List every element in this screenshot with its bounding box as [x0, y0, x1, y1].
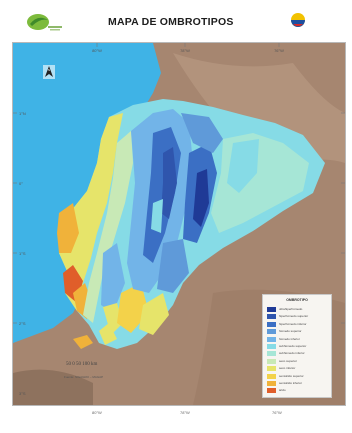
tick-left-3: 2°S [19, 321, 26, 326]
legend-label: húmedo superior [279, 329, 302, 334]
legend-swatch [267, 366, 276, 372]
legend-item: subhúmedo inferior [267, 351, 329, 357]
puna-island [73, 335, 93, 349]
legend-label: ultrahiperhúmedo [279, 307, 303, 311]
org-logo-left [27, 14, 62, 31]
map-title: MAPA DE OMBROTIPOS [108, 16, 234, 28]
institution-emblem-icon [291, 13, 305, 27]
legend-item: semiárido superior [267, 373, 329, 380]
tick-bottom-1: 78°W [180, 410, 190, 415]
legend-swatch [267, 344, 276, 349]
legend-swatch [267, 307, 276, 312]
tick-bottom-2: 76°W [272, 410, 282, 415]
legend-swatch [267, 373, 276, 379]
legend-swatch [267, 329, 276, 335]
legend-item: árido [267, 388, 329, 394]
tick-top-2: 76°W [274, 48, 284, 53]
institution-logo-right [290, 12, 344, 34]
scale-text: 50 0 50 100 km [66, 362, 98, 367]
legend-swatch [267, 381, 276, 386]
legend-swatch [267, 336, 276, 342]
legend-swatch [267, 358, 276, 364]
legend-swatch [267, 351, 276, 357]
legend-swatch [267, 321, 276, 327]
legend-label: seco superior [279, 358, 298, 363]
legend-item: subhúmedo superior [267, 344, 329, 350]
legend-label: hiperhúmedo superior [279, 314, 309, 319]
tick-left-0: 1°N [19, 111, 26, 116]
legend-item: hiperhúmedo superior [267, 314, 329, 320]
legend-title: OMBROTIPO [286, 298, 308, 302]
map-header: MAPA DE OMBROTIPOS [0, 0, 352, 40]
scale-bar: 50 0 50 100 km [66, 362, 136, 372]
legend-item: húmedo superior [267, 329, 329, 335]
legend-item: seco superior [267, 358, 329, 365]
legend-label: seco inferior [279, 366, 296, 371]
tick-left-2: 1°S [19, 251, 26, 256]
north-arrow-icon: N [43, 65, 55, 79]
tick-left-1: 0° [19, 181, 23, 186]
legend-label: subhúmedo superior [279, 344, 307, 348]
map-legend: OMBROTIPO ultrahiperhúmedo hiperhúmedo su… [262, 294, 332, 398]
tick-bottom-0: 80°W [92, 410, 102, 415]
legend-swatch [267, 314, 276, 320]
legend-label: semiárido inferior [279, 381, 303, 385]
legend-item: semiárido inferior [267, 381, 329, 387]
legend-label: húmedo inferior [279, 336, 300, 341]
legend-item: seco inferior [267, 366, 329, 372]
map-credits: Fuente: SIGAGRO – MAGAP [64, 375, 104, 379]
ecuador-ombrotype-map: N 80°W 78°W 76°W 1°N 0° 1°S 2°S 3°S [13, 43, 345, 405]
map-frame: N 80°W 78°W 76°W 1°N 0° 1°S 2°S 3°S [12, 42, 346, 406]
legend-label: subhúmedo inferior [279, 351, 305, 356]
legend-label: árido [279, 388, 286, 393]
legend-swatch [267, 388, 276, 394]
legend-item: ultrahiperhúmedo [267, 307, 329, 313]
tick-top-1: 78°W [180, 48, 190, 53]
tick-top-0: 80°W [92, 48, 102, 53]
svg-text:N: N [48, 68, 50, 72]
legend-label: hiperhúmedo inferior [279, 321, 307, 326]
tick-left-4: 3°S [19, 391, 26, 396]
legend-item: húmedo inferior [267, 336, 329, 343]
legend-label: semiárido superior [279, 373, 304, 378]
legend-item: hiperhúmedo inferior [267, 321, 329, 328]
